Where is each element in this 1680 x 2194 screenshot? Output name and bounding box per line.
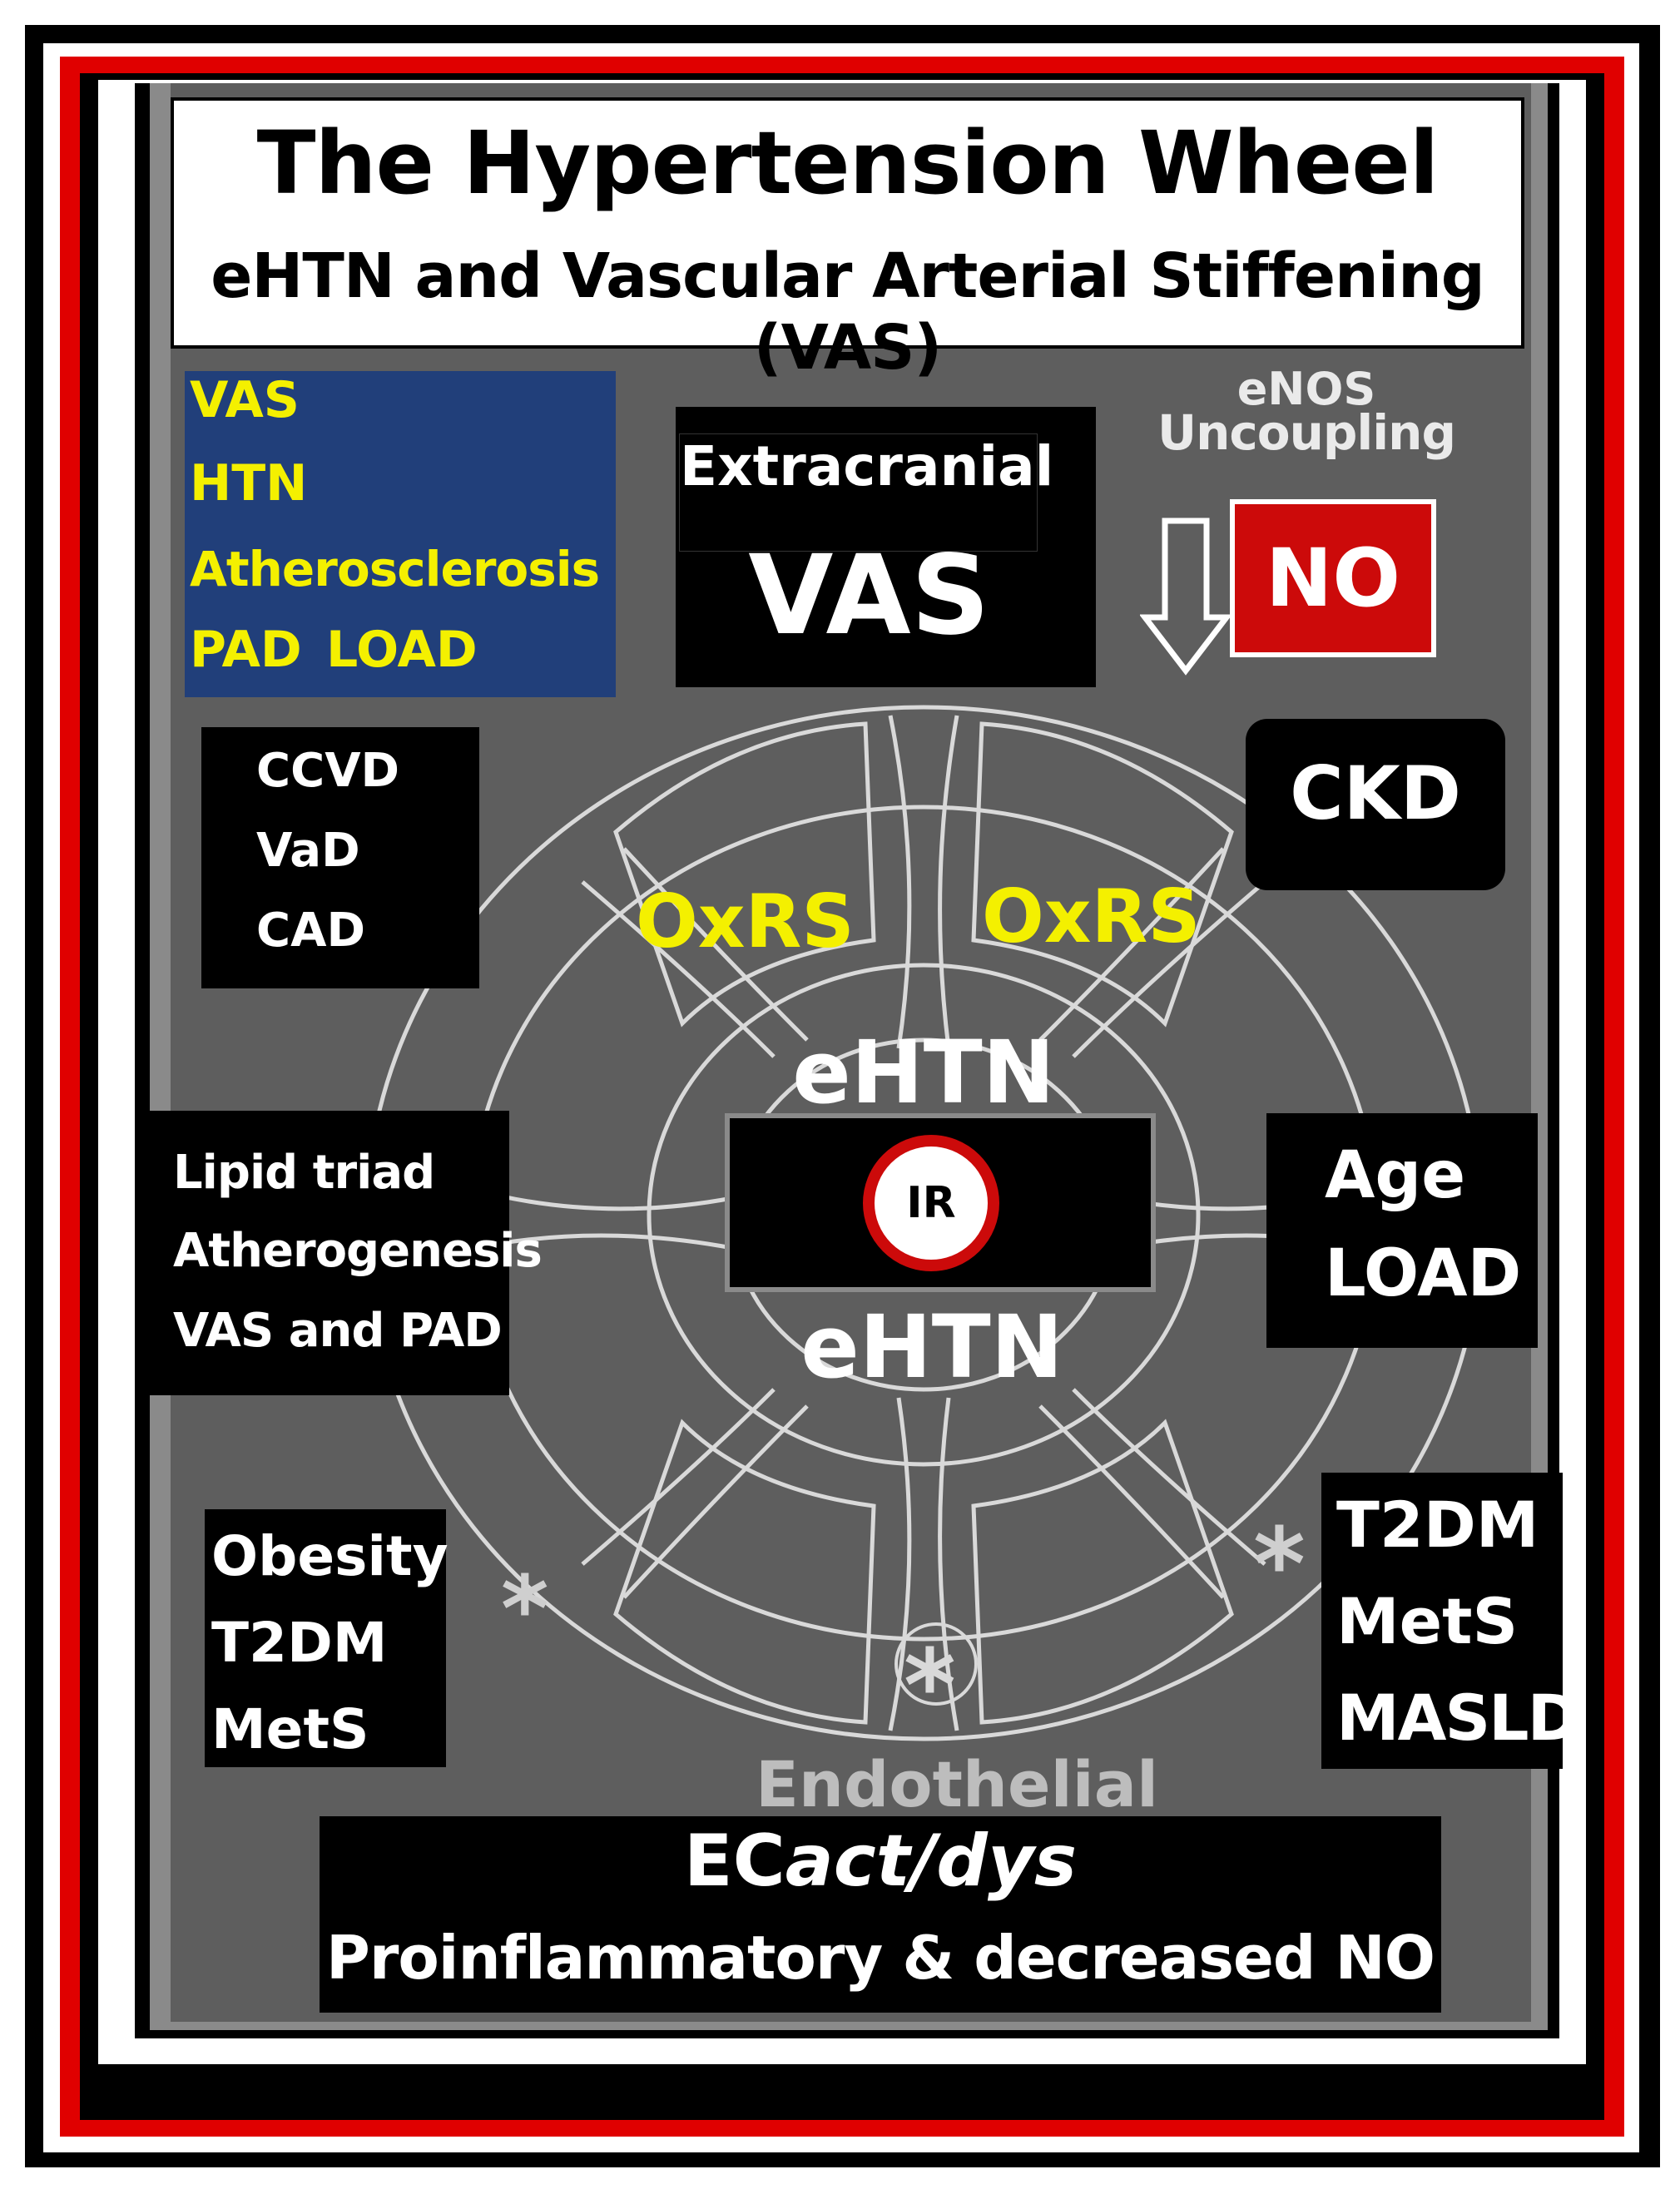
extracranial-label: Extracranial (679, 433, 1053, 552)
spoke-top (888, 715, 959, 1049)
ccvd-line-1: CCVD (256, 744, 400, 798)
page-subtitle: eHTN and Vascular Arterial Stiffening (V… (211, 240, 1485, 384)
wheel-bottom-knob (895, 1622, 978, 1706)
ecact-title: ECact/dys (320, 1820, 1441, 1903)
title-box: The Hypertension Wheel eHTN and Vascular… (171, 97, 1524, 384)
vas-risk-line-3: Atherosclerosis (190, 541, 600, 597)
extracranial-vas-box: Extracranial VAS (676, 407, 1096, 687)
ccvd-line-2: VaD (256, 824, 360, 878)
ccvd-box: CCVD VaD CAD (201, 727, 479, 988)
spoke-bottom (888, 1397, 959, 1731)
no-box: NO (1230, 499, 1436, 657)
endothelial-label: Endothelial (755, 1747, 1159, 1821)
ir-label: IR (906, 1178, 956, 1228)
asterisk-bottom-icon: * (904, 1629, 956, 1745)
oxrs-right-label: OxRS (982, 874, 1201, 959)
vas-risk-line-4a: PAD (190, 621, 302, 679)
enos-label: eNOS (1236, 363, 1376, 415)
ccvd-line-3: CAD (256, 904, 365, 958)
wedge-bottom-left (613, 1419, 876, 1725)
spoke-top-right (1038, 847, 1266, 1058)
ecact-prefix: EC (683, 1820, 785, 1903)
spoke-bottom-right (1038, 1388, 1266, 1599)
ir-box: IR (725, 1113, 1156, 1292)
t2dm-line-1: T2DM (1336, 1488, 1539, 1562)
asterisk-right-icon: * (1253, 1508, 1306, 1623)
obesity-box: Obesity T2DM MetS (205, 1509, 448, 1767)
wedge-bottom-right (971, 1419, 1234, 1725)
wedge-top-left (613, 721, 876, 1028)
age-load-box: Age LOAD (1266, 1113, 1538, 1348)
lipid-line-3: VAS and PAD (173, 1304, 503, 1358)
no-label: NO (1266, 532, 1400, 625)
age-line-2: LOAD (1325, 1236, 1522, 1311)
age-line-1: Age (1325, 1138, 1466, 1213)
ecact-box: ECact/dys Proinflammatory & decreased NO (320, 1816, 1441, 2013)
spoke-bottom-left (581, 1388, 809, 1599)
wheel-hub-ring (647, 963, 1201, 1467)
obesity-line-3: MetS (211, 1697, 369, 1761)
vas-risk-line-2: HTN (190, 454, 308, 513)
oxrs-left-label: OxRS (636, 879, 855, 964)
spoke-top-left (581, 847, 809, 1058)
vas-large-label: VAS (748, 532, 990, 660)
ckd-box: CKD (1246, 719, 1505, 890)
lipid-line-1: Lipid triad (173, 1146, 435, 1200)
obesity-line-1: Obesity (211, 1524, 448, 1588)
vas-risk-line-4b: LOAD (326, 621, 478, 679)
lipid-line-2: Atherogenesis (173, 1224, 543, 1278)
lipid-triad-box: Lipid triad Atherogenesis VAS and PAD (140, 1111, 543, 1395)
asterisk-left-icon: * (501, 1556, 549, 1662)
vas-risk-box: VAS HTN Atherosclerosis PAD LOAD (185, 371, 616, 697)
obesity-line-2: T2DM (211, 1611, 388, 1675)
ecact-subtitle: Proinflammatory & decreased NO (326, 1923, 1435, 1993)
down-arrow-icon (1140, 518, 1232, 676)
t2dm-line-3: MASLD (1336, 1681, 1580, 1755)
t2dm-line-2: MetS (1336, 1584, 1519, 1658)
ecact-italic: act/dys (785, 1820, 1078, 1903)
vas-risk-line-1: VAS (190, 371, 300, 429)
t2dm-box: T2DM MetS MASLD (1321, 1473, 1580, 1769)
page-title: The Hypertension Wheel (256, 112, 1440, 214)
wedge-top-right (971, 721, 1234, 1028)
ehtn-bottom-label: eHTN (800, 1296, 1063, 1398)
uncoupling-label: Uncoupling (1157, 404, 1456, 461)
ehtn-top-label: eHTN (792, 1022, 1055, 1123)
ckd-label: CKD (1290, 750, 1461, 836)
ir-circle: IR (863, 1135, 999, 1271)
